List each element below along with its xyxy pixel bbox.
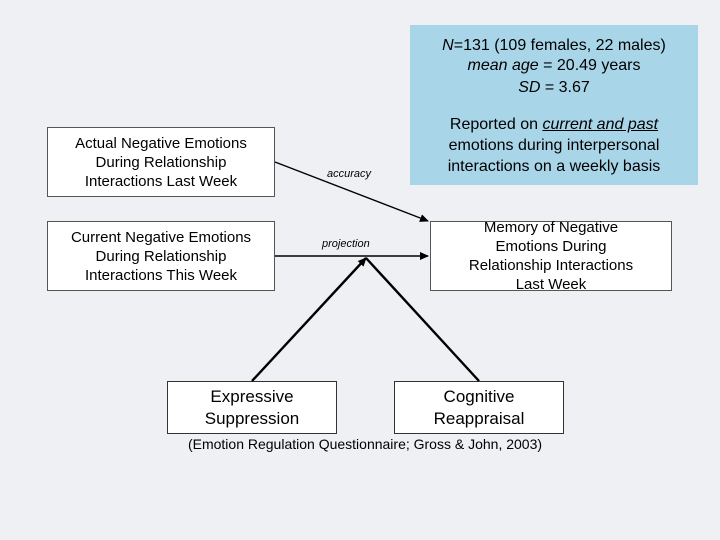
sd-line: SD = 3.67	[410, 78, 698, 98]
sample-size-line: N=131 (109 females, 22 males)	[410, 36, 698, 56]
sample-n-text: =131 (109 females, 22 males)	[453, 37, 666, 54]
mean-age-line: mean age = 20.49 years	[410, 56, 698, 76]
mean-age-value: = 20.49 years	[538, 57, 641, 74]
memory-emotions-line-4: Last Week	[515, 276, 587, 293]
mean-age-label: mean age	[467, 57, 539, 74]
accuracy-arrow	[274, 161, 429, 222]
sd-value: = 3.67	[540, 79, 590, 96]
report-underlined: current and past	[542, 116, 659, 133]
projection-label: projection	[322, 238, 370, 250]
suppression-line-1: Expressive	[210, 386, 294, 406]
sample-n-symbol: N	[442, 37, 454, 54]
report-line-2: emotions during interpersonal	[448, 137, 660, 154]
reappraisal-line-2: Reappraisal	[433, 408, 525, 428]
reappraisal-moderation-line	[365, 257, 480, 382]
reappraisal-line-1: Cognitive	[443, 386, 515, 406]
current-emotions-box: Current Negative Emotions During Relatio…	[47, 221, 275, 291]
suppression-moderation-line	[251, 257, 367, 382]
memory-emotions-line-2: Emotions During	[495, 238, 607, 255]
report-prefix: Reported on	[449, 116, 543, 133]
current-emotions-line-2: During Relationship	[95, 247, 227, 265]
expressive-suppression-box: Expressive Suppression	[167, 381, 337, 434]
sample-info-panel	[410, 25, 698, 185]
current-emotions-line-1: Current Negative Emotions	[70, 228, 252, 246]
questionnaire-caption: (Emotion Regulation Questionnaire; Gross…	[187, 436, 543, 452]
report-line-1: Reported on current and past	[410, 115, 698, 135]
memory-emotions-line-1: Memory of Negative	[483, 219, 619, 236]
actual-emotions-box: Actual Negative Emotions During Relation…	[47, 127, 275, 197]
suppression-line-2: Suppression	[204, 408, 300, 428]
report-line-3: interactions on a weekly basis	[447, 158, 661, 175]
actual-emotions-line-1: Actual Negative Emotions	[75, 134, 247, 152]
current-emotions-line-3: Interactions This Week	[84, 266, 237, 284]
actual-emotions-line-2: During Relationship	[95, 153, 227, 171]
memory-emotions-box: Memory of Negative Emotions During Relat…	[430, 219, 672, 293]
sd-label: SD	[518, 79, 541, 96]
actual-emotions-line-3: Interactions Last Week	[84, 172, 238, 190]
cognitive-reappraisal-box: Cognitive Reappraisal	[394, 381, 564, 434]
memory-emotions-line-3: Relationship Interactions	[468, 257, 634, 274]
accuracy-label: accuracy	[327, 168, 372, 180]
